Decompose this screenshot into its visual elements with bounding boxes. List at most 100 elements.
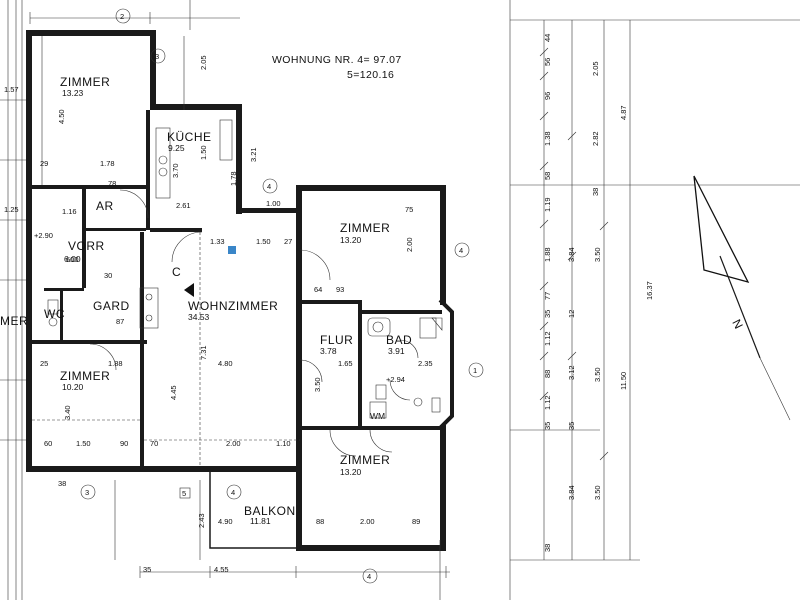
room-labels: ZIMMER 13.23 KÜCHE 9.25 ZIMMER 13.20 WOH…: [0, 75, 412, 526]
svg-text:78: 78: [108, 179, 116, 188]
svg-text:35: 35: [143, 565, 151, 574]
room-vorr-area: 6.00: [64, 254, 81, 264]
svg-text:58: 58: [543, 172, 552, 180]
svg-text:1.50: 1.50: [256, 237, 271, 246]
axis-marker: 1: [473, 366, 477, 375]
svg-text:3.84: 3.84: [567, 485, 576, 500]
svg-text:29: 29: [40, 159, 48, 168]
svg-text:38: 38: [591, 188, 600, 196]
svg-text:+2.94: +2.94: [386, 375, 405, 384]
top-dim-lines: [29, 0, 240, 185]
svg-text:35: 35: [543, 422, 552, 430]
room-zimmer-ne-area: 13.20: [340, 235, 362, 245]
svg-text:1.88: 1.88: [108, 359, 123, 368]
room-zimmer-se: ZIMMER: [340, 453, 390, 467]
svg-text:3.40: 3.40: [63, 405, 72, 420]
door-swings: [89, 189, 419, 457]
left-strip: [0, 0, 26, 600]
svg-text:88: 88: [316, 517, 324, 526]
svg-text:3.84: 3.84: [567, 247, 576, 262]
apartment-area-total: 5=120.16: [347, 69, 394, 81]
axis-marker: 4: [459, 246, 463, 255]
svg-text:77: 77: [543, 292, 552, 300]
svg-text:3.50: 3.50: [593, 367, 602, 382]
axis-marker: 3: [155, 52, 159, 61]
svg-text:1.88: 1.88: [543, 247, 552, 262]
room-wohnzimmer-area: 34.53: [188, 312, 210, 322]
svg-text:1.25: 1.25: [4, 205, 19, 214]
svg-text:2.05: 2.05: [591, 61, 600, 76]
dashed-lines: [32, 232, 300, 466]
svg-text:35: 35: [567, 422, 576, 430]
svg-text:1.78: 1.78: [229, 171, 238, 186]
svg-text:4.90: 4.90: [218, 517, 233, 526]
right-chain-2: 2.05 2.82 38 3.84 12 3.12 35 3.84: [567, 61, 600, 500]
room-flur: FLUR: [320, 333, 353, 347]
room-flur-area: 3.78: [320, 346, 337, 356]
kitchen-fixtures: [155, 119, 233, 199]
room-zimmer-se-area: 13.20: [340, 467, 362, 477]
right-chain-4: 16.37 11.50: [619, 281, 654, 390]
svg-text:3.70: 3.70: [171, 163, 180, 178]
svg-text:2.00: 2.00: [360, 517, 375, 526]
svg-text:90: 90: [120, 439, 128, 448]
svg-text:600: 600: [66, 255, 79, 264]
room-balkon: BALKON: [244, 504, 296, 518]
svg-text:89: 89: [412, 517, 420, 526]
svg-text:38: 38: [58, 479, 66, 488]
svg-text:12: 12: [567, 310, 576, 318]
svg-text:1.38: 1.38: [543, 131, 552, 146]
axis-marker: 2: [120, 12, 124, 21]
bathroom-fixtures: [367, 317, 443, 419]
room-wohnzimmer: WOHNZIMMER: [188, 299, 278, 313]
axis-marker: 4: [367, 572, 371, 581]
svg-text:44: 44: [543, 34, 552, 42]
svg-text:1.10: 1.10: [276, 439, 291, 448]
north-arrow-icon: N: [693, 175, 791, 421]
svg-text:4.80: 4.80: [218, 359, 233, 368]
room-kueche-area: 9.25: [168, 143, 185, 153]
svg-text:93: 93: [336, 285, 344, 294]
svg-text:2.82: 2.82: [591, 131, 600, 146]
svg-text:70: 70: [150, 439, 158, 448]
room-bad: BAD: [386, 333, 412, 347]
room-wc: WC: [44, 307, 65, 321]
axis-marker: 4: [231, 488, 235, 497]
svg-text:30: 30: [104, 271, 112, 280]
axis-marker: 4: [267, 182, 271, 191]
axis-marker: 5: [182, 489, 186, 498]
svg-text:27: 27: [284, 237, 292, 246]
svg-text:60: 60: [44, 439, 52, 448]
svg-text:75: 75: [405, 205, 413, 214]
svg-text:+2.90: +2.90: [34, 231, 53, 240]
svg-text:1.50: 1.50: [199, 145, 208, 160]
svg-text:25: 25: [40, 359, 48, 368]
svg-text:4.55: 4.55: [214, 565, 229, 574]
apartment-title: WOHNUNG NR. 4= 97.07: [272, 54, 402, 66]
svg-text:3.50: 3.50: [593, 485, 602, 500]
svg-text:3.12: 3.12: [567, 365, 576, 380]
svg-text:87: 87: [116, 317, 124, 326]
room-zimmer-sw: ZIMMER: [60, 369, 110, 383]
room-vorr: VORR: [68, 239, 105, 253]
svg-text:1.12: 1.12: [543, 331, 552, 346]
right-chain-1: 44 56 96 1.38 58 1.19 1.88 77 35 1.12 88…: [543, 34, 552, 552]
room-balkon-area: 11.81: [250, 516, 271, 526]
svg-text:1.78: 1.78: [100, 159, 115, 168]
svg-text:1.00: 1.00: [266, 199, 281, 208]
room-zimmer-cut-left: MER: [0, 314, 28, 328]
axis-markers: 2 3 4 4 1 3 4 4 5: [80, 8, 484, 584]
room-bad-area: 3.91: [388, 346, 405, 356]
wc-fixtures: [47, 287, 159, 329]
entry-arrow-icon: [184, 283, 194, 297]
svg-text:1.57: 1.57: [4, 85, 19, 94]
svg-text:4.87: 4.87: [619, 105, 628, 120]
svg-text:1.65: 1.65: [338, 359, 353, 368]
svg-text:1.19: 1.19: [543, 197, 552, 212]
svg-text:11.50: 11.50: [619, 372, 628, 390]
svg-text:2.61: 2.61: [176, 201, 191, 210]
svg-text:1.33: 1.33: [210, 237, 225, 246]
wm-label: WM: [370, 411, 385, 421]
outer-walls: [26, 30, 454, 551]
